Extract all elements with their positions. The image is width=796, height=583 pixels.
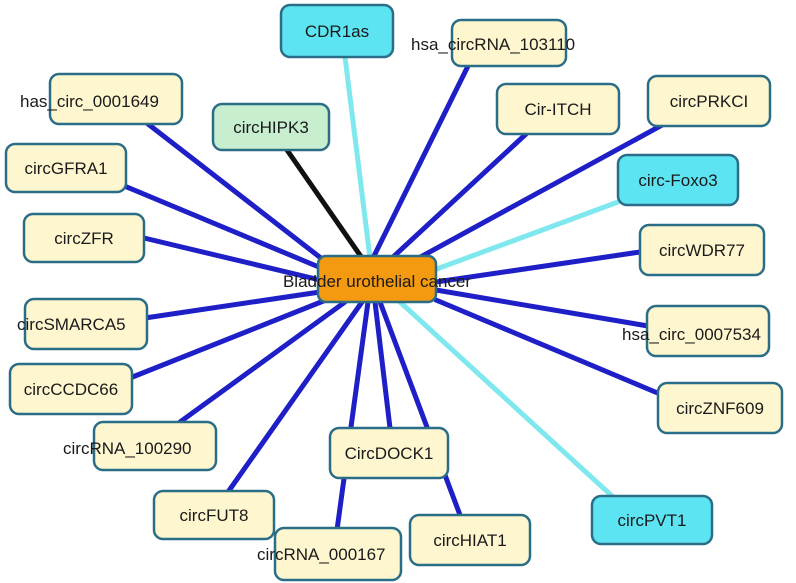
- edge-circrna_000167: [334, 299, 371, 533]
- node-label-has_circ_0001649: has_circ_0001649: [20, 92, 159, 111]
- node-circgfra1: [4, 142, 128, 194]
- node-circrna_000167: [273, 526, 403, 582]
- node-label-circdock1: CircDOCK1: [345, 444, 434, 463]
- node-label-circrna_000167: circRNA_000167: [257, 545, 386, 564]
- edge-circ_foxo3: [431, 199, 621, 273]
- edge-circccdc66: [127, 297, 329, 381]
- node-hsa_circ_0007534: [645, 304, 771, 358]
- edge-cir_itch: [389, 131, 529, 261]
- edge-cdr1as: [342, 54, 373, 261]
- node-label-circfut8: circFUT8: [180, 506, 249, 525]
- edge-circsmarca5: [142, 289, 323, 321]
- node-circznf609: [656, 381, 784, 435]
- node-label-circhiat1: circHIAT1: [433, 531, 506, 550]
- labels: CDR1as hsa_circRNA_103110 circHIPK3 Cir-ITC…: [17, 22, 764, 564]
- center-node: [316, 254, 438, 304]
- edge-hsa_circ_0007534: [433, 287, 651, 329]
- edge-circrna_100290: [177, 299, 348, 425]
- node-circhipk3: [211, 102, 331, 152]
- nodes: [4, 3, 784, 582]
- node-label-circrna_100290: circRNA_100290: [63, 439, 192, 458]
- edge-circfut8: [225, 299, 365, 495]
- edges: [107, 54, 667, 533]
- node-cdr1as: [279, 3, 395, 59]
- node-label-circpvt1: circPVT1: [618, 511, 687, 530]
- node-label-hsa_circrna_103110: hsa_circRNA_103110: [411, 35, 575, 54]
- edge-circhiat1: [377, 299, 463, 518]
- node-circdock1: [328, 426, 450, 480]
- center-node-label: Bladder urothelial cancer: [283, 272, 471, 291]
- edge-circhipk3: [284, 147, 365, 261]
- node-label-circhipk3: circHIPK3: [233, 118, 309, 137]
- node-label-circsmarca5: circSMARCA5: [17, 315, 126, 334]
- node-circsmarca5: [23, 297, 149, 351]
- node-label-circprkci: circPRKCI: [670, 92, 748, 111]
- node-label-cir_itch: Cir-ITCH: [524, 100, 591, 119]
- node-label-hsa_circ_0007534: hsa_circ_0007534: [622, 325, 761, 344]
- node-label-circ_foxo3: circ-Foxo3: [638, 171, 717, 190]
- node-circfut8: [152, 489, 276, 541]
- node-label-circgfra1: circGFRA1: [24, 159, 107, 178]
- node-label-circccdc66: circCCDC66: [24, 380, 118, 399]
- edge-circgfra1: [107, 177, 329, 273]
- edge-circprkci: [412, 121, 667, 263]
- node-circccdc66: [8, 362, 134, 416]
- edge-circznf609: [433, 297, 663, 397]
- node-circwdr77: [638, 223, 766, 277]
- node-circprkci: [646, 74, 772, 128]
- edge-circzfr: [141, 235, 323, 283]
- node-cir_itch: [495, 82, 621, 136]
- node-circhiat1: [408, 513, 532, 567]
- edge-circwdr77: [433, 249, 643, 285]
- node-circpvt1: [590, 494, 714, 546]
- node-circ_foxo3: [616, 153, 740, 207]
- node-circzfr: [22, 212, 146, 264]
- node-hsa_circrna_103110: [450, 18, 568, 68]
- edge-circpvt1: [397, 299, 615, 499]
- node-has_circ_0001649: [48, 72, 184, 126]
- node-label-circwdr77: circWDR77: [659, 241, 745, 260]
- node-circrna_100290: [92, 420, 218, 472]
- edge-hsa_circrna_103110: [370, 63, 471, 261]
- edge-circdock1: [372, 299, 393, 431]
- node-label-circzfr: circZFR: [54, 229, 113, 248]
- node-label-circznf609: circZNF609: [676, 399, 764, 418]
- edge-has_circ_0001649: [145, 121, 329, 265]
- node-label-cdr1as: CDR1as: [305, 22, 369, 41]
